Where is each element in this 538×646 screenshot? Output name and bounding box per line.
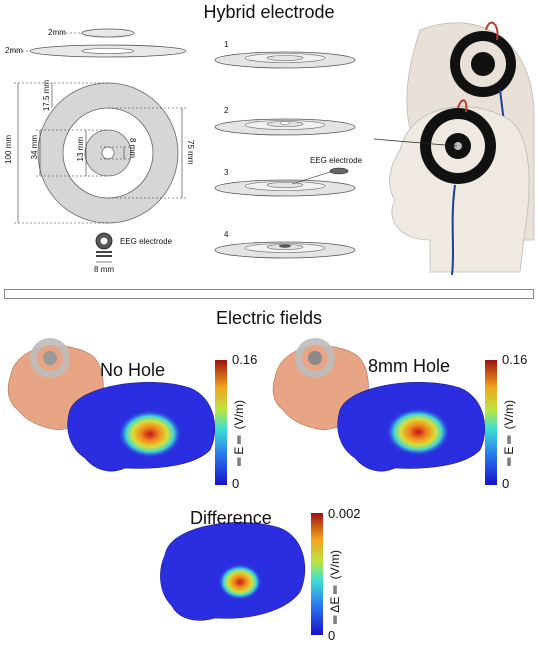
panel-2-label: 8mm Hole bbox=[368, 356, 451, 376]
panel-8mm-hole bbox=[272, 338, 497, 485]
assembly-step-1 bbox=[214, 51, 356, 69]
assembly-step-2 bbox=[214, 118, 356, 136]
colorbar-2 bbox=[485, 360, 497, 485]
field-hotspot-3 bbox=[218, 564, 262, 600]
panel-2-max: 0.16 bbox=[502, 352, 528, 367]
panel-1-label: No Hole bbox=[100, 360, 166, 380]
panel-3-max: 0.002 bbox=[328, 506, 361, 521]
section-divider bbox=[4, 289, 534, 299]
dim-17-5mm: 17.5 mm bbox=[42, 80, 51, 112]
colorbar-3 bbox=[311, 513, 323, 635]
dim-100mm: 100 mm bbox=[4, 135, 13, 164]
electrode-diagram bbox=[10, 21, 535, 276]
step3-eeg-label: EEG electrode bbox=[310, 156, 363, 165]
assembly-step-4 bbox=[214, 241, 356, 259]
panel-no-hole bbox=[7, 338, 227, 485]
panel-1-max: 0.16 bbox=[232, 352, 258, 367]
panel-2-unit: ‖E‖ (V/m) bbox=[502, 400, 516, 469]
dim-34mm: 34 mm bbox=[30, 135, 39, 160]
top-thickness-label: 2mm bbox=[48, 28, 66, 37]
step-2-label: 2 bbox=[224, 106, 229, 115]
field-hotspot-2 bbox=[386, 408, 450, 456]
panel-3-label: Difference bbox=[190, 508, 272, 528]
colorbar-1 bbox=[215, 360, 227, 485]
step-3-label: 3 bbox=[224, 168, 229, 177]
eeg-electrode-label: EEG electrode bbox=[120, 237, 173, 246]
electric-fields-title: Electric fields bbox=[215, 308, 323, 328]
eeg-width-label: 8 mm bbox=[94, 265, 114, 274]
dim-8mm: 8 mm bbox=[128, 138, 137, 158]
panel-1-min: 0 bbox=[232, 476, 240, 491]
step-1-label: 1 bbox=[224, 40, 229, 49]
panel-3-min: 0 bbox=[328, 628, 336, 643]
panel-1-unit: ‖E‖ (V/m) bbox=[232, 400, 246, 469]
panel-3-unit: ‖ΔE‖ (V/m) bbox=[328, 550, 342, 627]
top-disc bbox=[81, 28, 135, 38]
mannequin-head-front bbox=[373, 99, 530, 276]
center-hole bbox=[101, 146, 115, 160]
dim-13mm: 13 mm bbox=[76, 137, 85, 162]
assembly-step-3 bbox=[214, 167, 356, 197]
panel-2-min: 0 bbox=[502, 476, 510, 491]
dim-75mm: 75 mm bbox=[186, 140, 195, 165]
step-4-label: 4 bbox=[224, 230, 229, 239]
hybrid-electrode-title: Hybrid electrode bbox=[203, 2, 335, 22]
base-thickness-label: 2mm bbox=[5, 46, 23, 55]
fields-figure bbox=[7, 338, 497, 635]
panel-difference bbox=[160, 513, 323, 635]
field-hotspot-1 bbox=[118, 410, 182, 458]
